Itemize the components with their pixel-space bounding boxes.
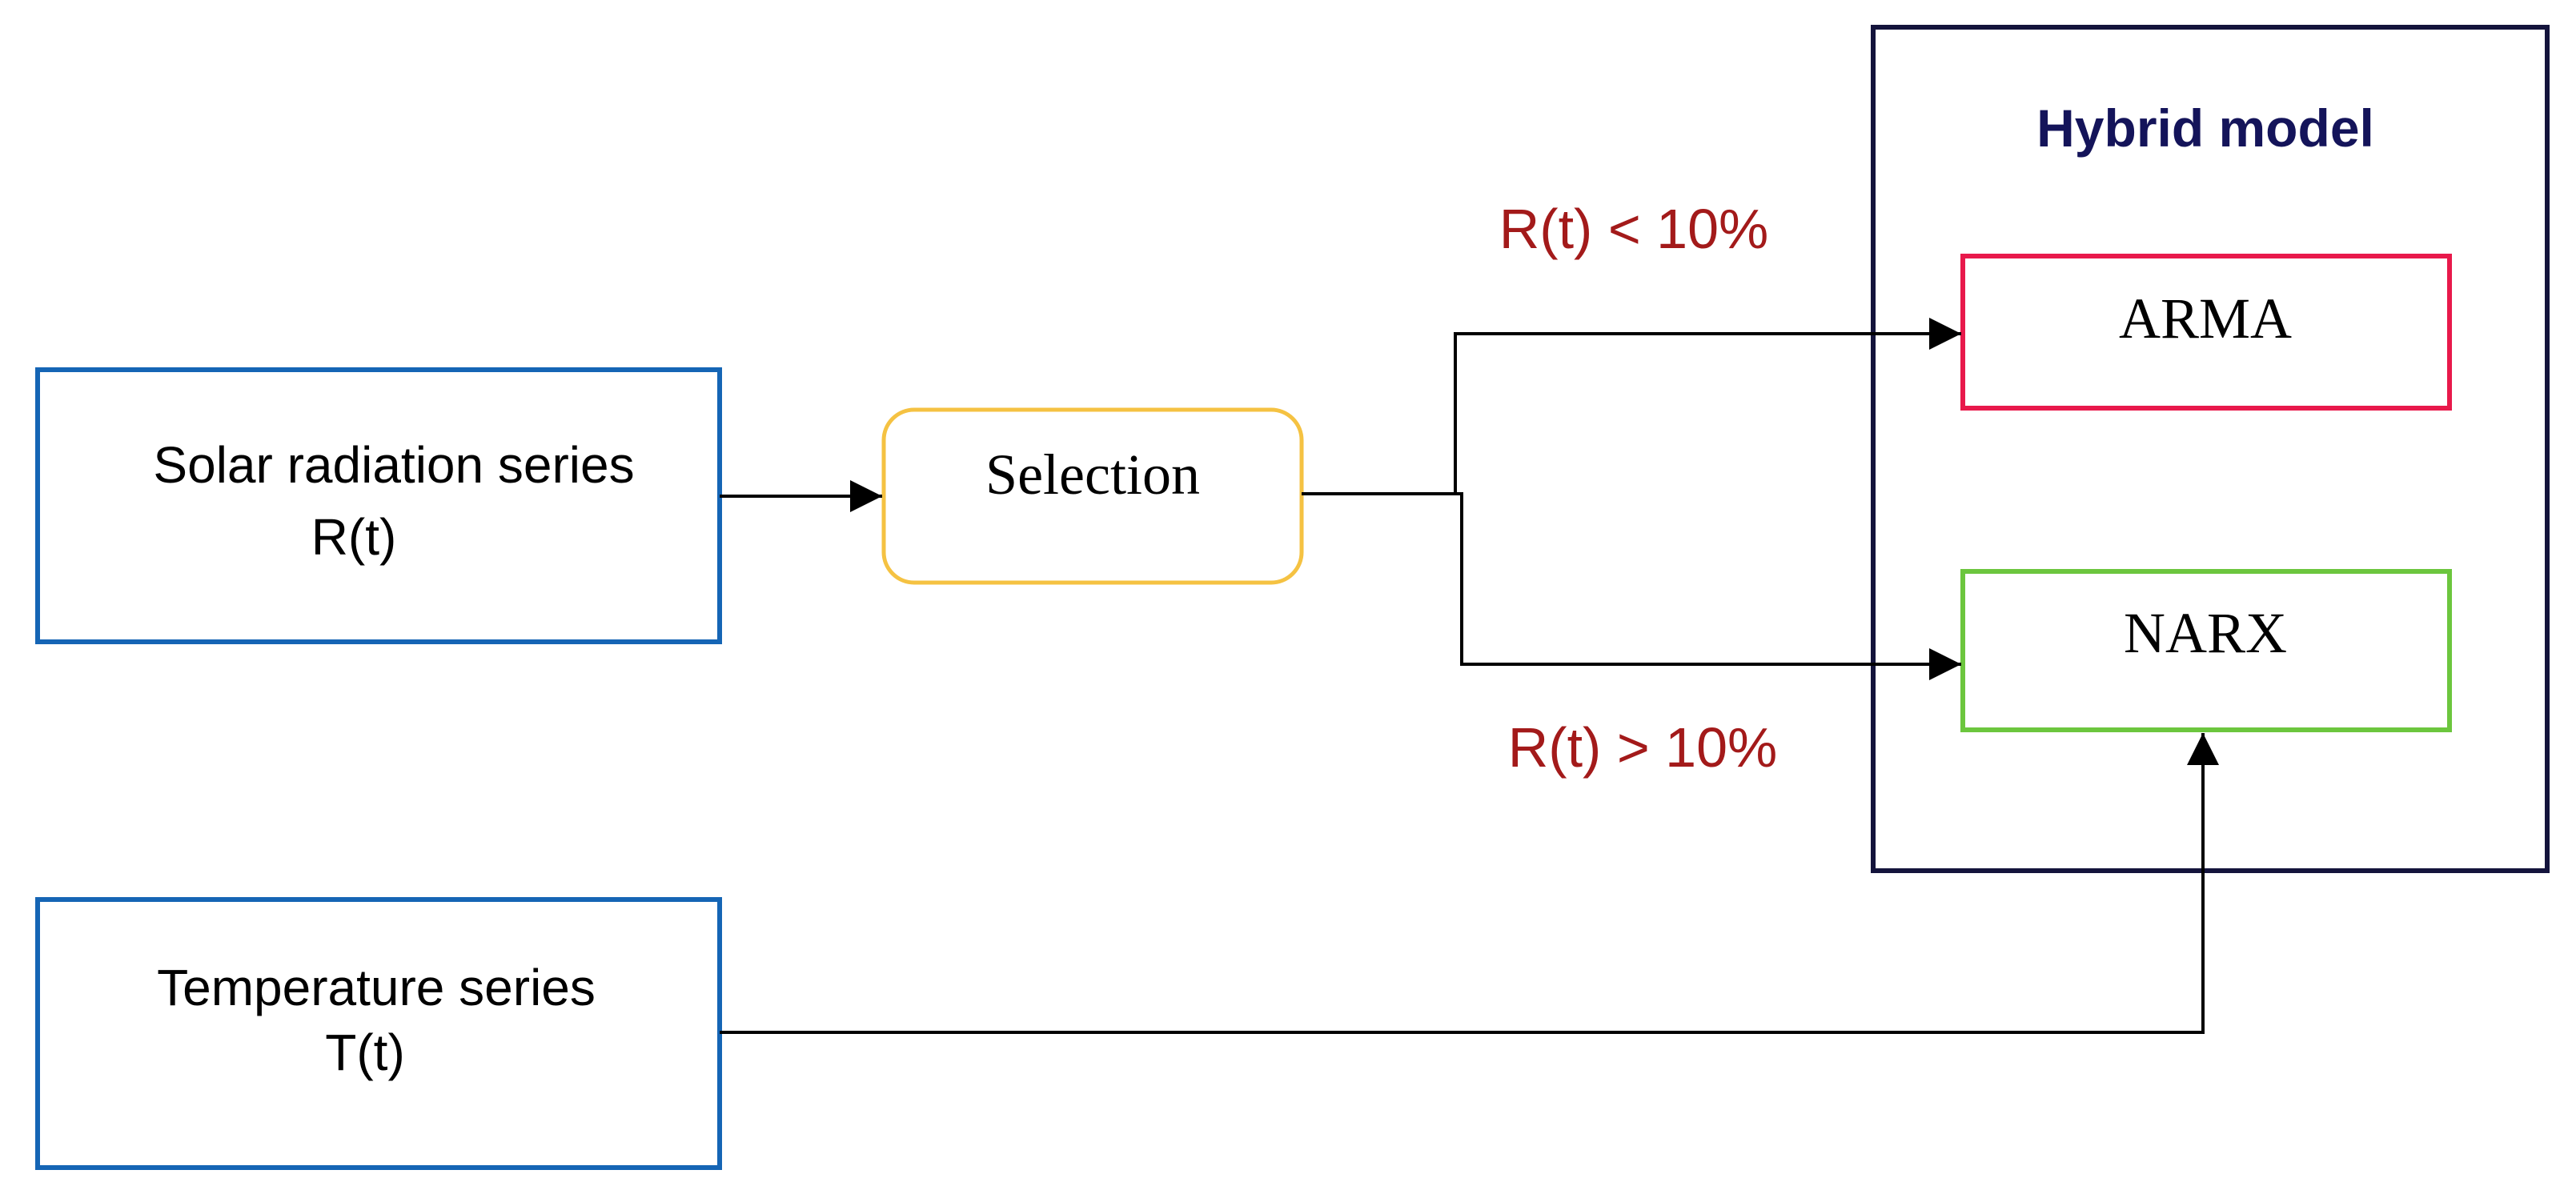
temperature-box: Temperature series T(t) xyxy=(35,897,722,1170)
solar-radiation-label: Solar radiation series xyxy=(153,436,634,494)
narx-box: NARX xyxy=(1960,569,2452,732)
solar-radiation-box: Solar radiation series R(t) xyxy=(35,367,722,644)
selection-label: Selection xyxy=(985,443,1200,507)
arrow-selection-to-narx xyxy=(1455,492,1961,680)
arma-box: ARMA xyxy=(1960,254,2452,411)
narx-frame xyxy=(1960,569,2452,732)
arma-label: ARMA xyxy=(2119,286,2292,351)
temperature-label: Temperature series xyxy=(157,959,596,1016)
arrow-selection-to-arma xyxy=(1302,318,1961,495)
connectors xyxy=(720,318,2219,1034)
condition-upper-label: R(t) < 10% xyxy=(1499,198,1769,260)
hybrid-model-container: Hybrid model xyxy=(1871,25,2550,873)
arrow-temperature-to-narx xyxy=(720,733,2219,1034)
arma-frame xyxy=(1960,254,2452,411)
condition-lower-label: R(t) > 10% xyxy=(1508,716,1778,779)
narx-label: NARX xyxy=(2124,601,2287,665)
selection-frame xyxy=(881,407,1304,585)
solar-radiation-frame xyxy=(35,367,722,644)
selection-box: Selection xyxy=(881,407,1304,585)
temperature-symbol: T(t) xyxy=(325,1024,405,1081)
hybrid-model-frame xyxy=(1871,25,2550,873)
solar-radiation-symbol: R(t) xyxy=(311,508,397,566)
hybrid-model-title: Hybrid model xyxy=(2036,98,2374,158)
